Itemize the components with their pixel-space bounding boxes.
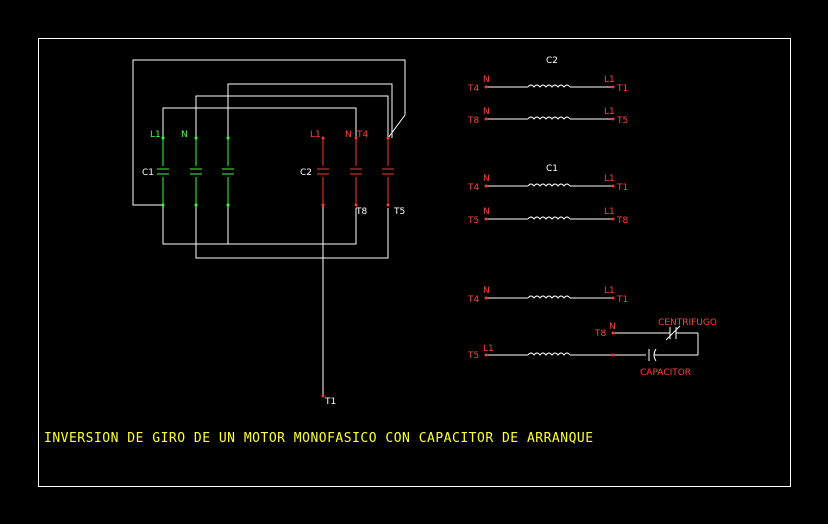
switch-t8: T8 [594, 329, 606, 339]
drawing-frame [38, 38, 791, 487]
row-right-top-label: L1 [604, 107, 615, 117]
row-left-label: T4 [467, 183, 479, 193]
row-left-label: T8 [467, 116, 479, 126]
conn-c2-label: C2 [546, 56, 558, 66]
capacitor-label: CAPACITOR [640, 368, 691, 378]
wire-loop-outer [132, 59, 406, 206]
c2-line-l1: L1 [310, 130, 321, 140]
c2-line-n: N [345, 130, 352, 140]
row-right-top-label: L1 [604, 75, 615, 85]
wire-loop-d [227, 83, 393, 138]
start-t5: T5 [467, 351, 479, 361]
contactor-c2: L1 N T4 C2 T8 T5 [300, 130, 405, 217]
row-left-top-label: N [483, 107, 490, 117]
c2-label: C2 [300, 168, 312, 178]
start-winding-circuit: T5 L1 T8 N CENTRIFUGO CAPACITOR [467, 318, 717, 378]
row-right-top-label: L1 [604, 207, 615, 217]
c1-line-l1: L1 [150, 130, 161, 140]
row-right-label: T5 [616, 116, 628, 126]
row-right-label: T1 [616, 295, 628, 305]
row-left-label: T4 [467, 295, 479, 305]
row-right-label: T1 [616, 84, 628, 94]
c2-bottom-t8: T8 [355, 207, 367, 217]
row-right-label: T1 [616, 183, 628, 193]
wire-loop-e [195, 205, 389, 259]
c1-label: C1 [142, 168, 154, 178]
wire-loop-a [162, 205, 357, 245]
power-circuit: L1 N C1 L1 N T4 C2 T8 T5 [132, 59, 406, 407]
row-left-label: T5 [467, 216, 479, 226]
row-left-label: T4 [467, 84, 479, 94]
row-left-top-label: N [483, 174, 490, 184]
row-left-top-label: N [483, 207, 490, 217]
c2-bottom-t5: T5 [393, 207, 405, 217]
conn-c1-label: C1 [546, 164, 558, 174]
start-l1: L1 [483, 344, 494, 354]
diagram-title: INVERSION DE GIRO DE UN MOTOR MONOFASICO… [44, 431, 594, 446]
switch-n: N [609, 322, 616, 332]
centrifugal-switch-label: CENTRIFUGO [658, 318, 717, 328]
row-right-top-label: L1 [604, 174, 615, 184]
contactor-c1: L1 N C1 [142, 130, 234, 207]
row-left-top-label: N [483, 75, 490, 85]
row-right-label: T8 [616, 216, 628, 226]
row-right-top-label: L1 [604, 286, 615, 296]
c2-line-t4: T4 [356, 130, 368, 140]
motor-terminal-t1: T1 [324, 397, 336, 407]
c1-line-n: N [181, 130, 188, 140]
wire-loop-b [195, 95, 389, 138]
row-left-top-label: N [483, 286, 490, 296]
wire-loop-c [162, 107, 357, 138]
